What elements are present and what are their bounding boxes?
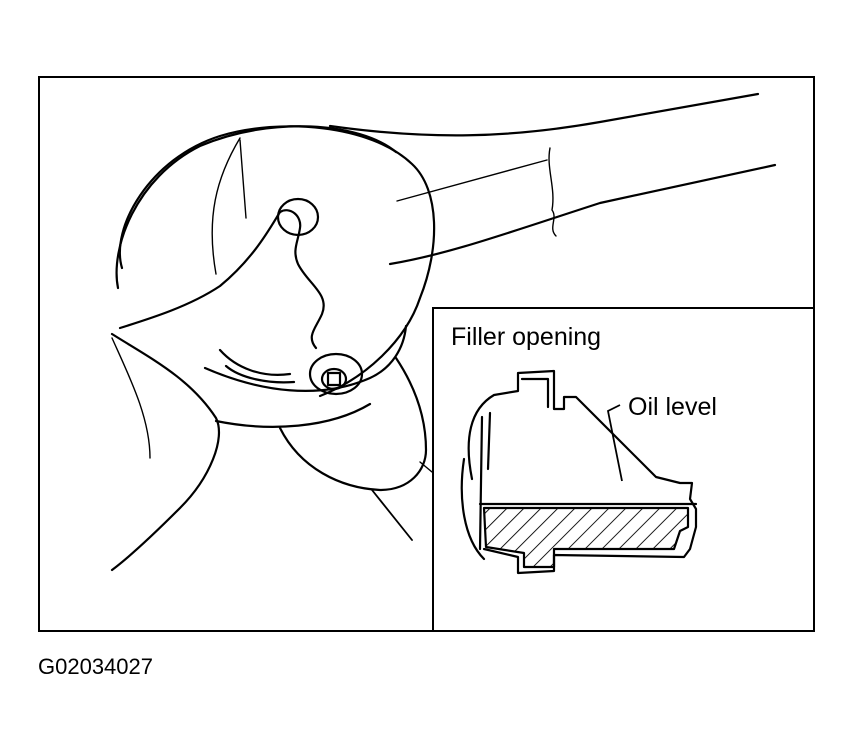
sleeve-icon (110, 332, 221, 572)
axle-tube-outline (328, 92, 777, 266)
housing-inner-wall (478, 377, 550, 551)
hand-icon (118, 209, 325, 384)
oil-level-label: Oil level (628, 393, 717, 421)
filler-plug-icon (308, 352, 364, 396)
housing-cross-section (460, 369, 698, 575)
figure-frame: Filler opening Oil level (38, 76, 815, 632)
oil-volume-hatch (482, 506, 690, 569)
oil-level-leader (606, 404, 623, 482)
housing-outline (115, 125, 436, 428)
inset-panel: Filler opening Oil level (432, 307, 813, 630)
figure-code: G02034027 (38, 654, 153, 679)
filler-opening-label: Filler opening (451, 323, 602, 351)
housing-outer-wall (467, 369, 698, 575)
left-bore (460, 457, 486, 561)
lower-cover-outline (278, 356, 433, 541)
differential-carrier-illustration (110, 92, 777, 572)
